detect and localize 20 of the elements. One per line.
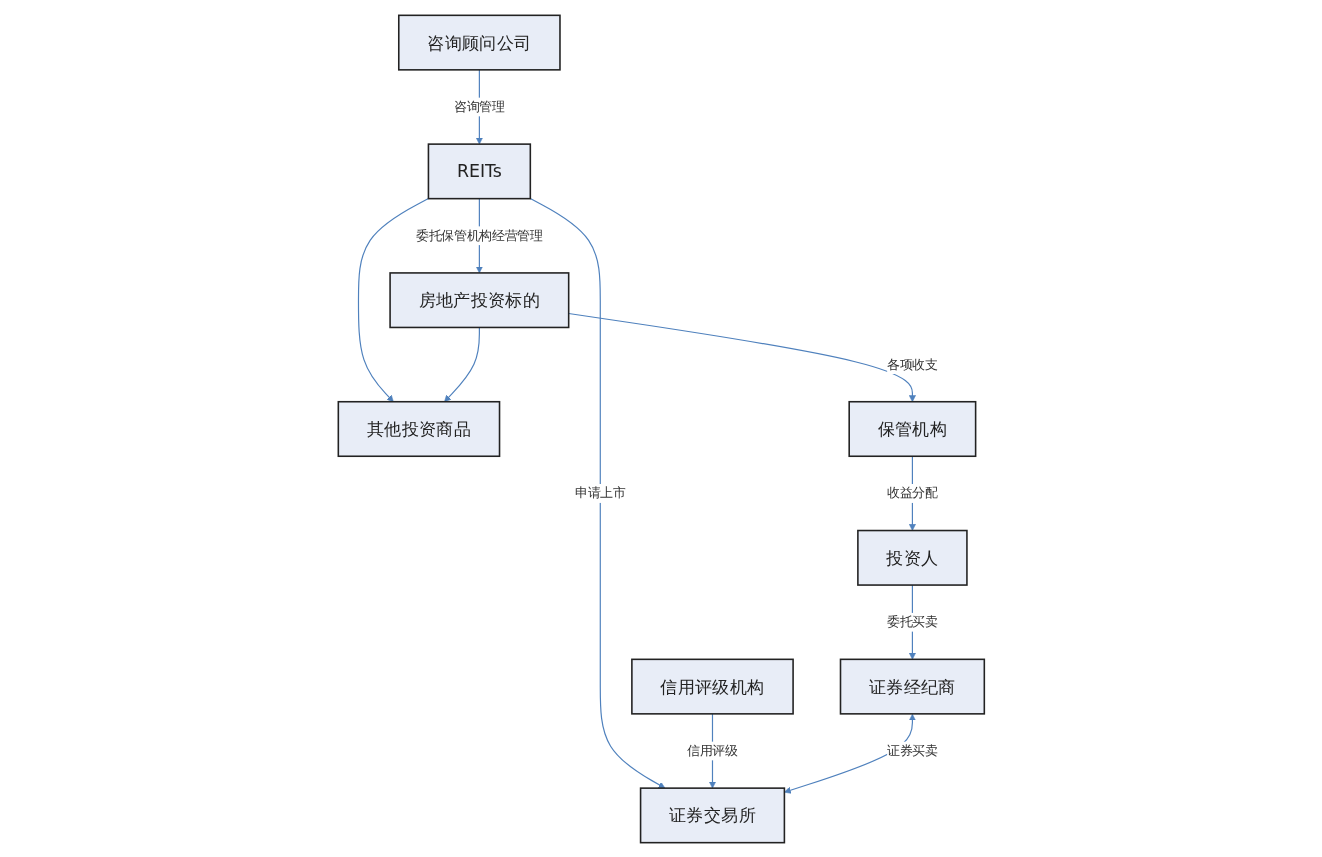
edge-label: 信用评级 [686, 742, 738, 758]
arrow [443, 326, 480, 402]
edge-label: 委托保管机构经营管理 [415, 227, 543, 243]
arrow [529, 197, 665, 788]
arrow [357, 197, 429, 402]
node-box: 证券交易所 [639, 786, 785, 843]
node-box: 证券经纪商 [839, 658, 985, 715]
node-box: REITs [427, 142, 531, 199]
node-box: 其他投资商品 [337, 400, 500, 457]
edge-label: 咨询管理 [453, 98, 505, 114]
edge-label: 委托买卖 [886, 613, 938, 629]
node-box: 咨询顾问公司 [397, 14, 561, 71]
edge-label: 申请上市 [574, 484, 626, 501]
node-box: 投资人 [856, 529, 968, 586]
edge-label: 各项收支 [886, 356, 938, 372]
node-box: 房地产投资标的 [388, 271, 570, 328]
edge-label: 证券买卖 [886, 742, 938, 758]
node-box: 信用评级机构 [630, 658, 794, 715]
edge-label: 收益分配 [886, 484, 938, 501]
node-box: 保管机构 [848, 400, 977, 457]
